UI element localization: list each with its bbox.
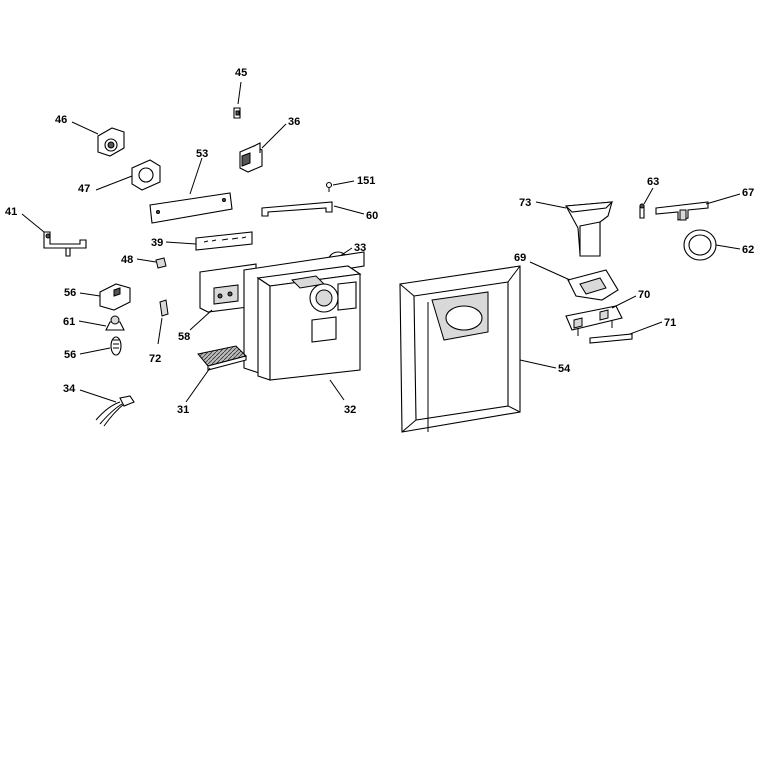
callout-63: 63 xyxy=(647,176,659,188)
callout-54: 54 xyxy=(558,363,571,375)
callout-67: 67 xyxy=(742,187,754,199)
part-34-harness xyxy=(95,395,135,427)
callout-70: 70 xyxy=(638,289,650,301)
part-67-bracket xyxy=(655,201,709,221)
callout-36: 36 xyxy=(288,116,300,128)
part-71-rod xyxy=(589,333,633,344)
callout-62: 62 xyxy=(742,244,754,256)
part-36-switch xyxy=(239,142,263,173)
callout-73: 73 xyxy=(519,197,531,209)
callout-56-upper: 56 xyxy=(64,287,76,299)
callout-61: 61 xyxy=(63,316,75,328)
part-70-mechanism xyxy=(565,305,623,336)
part-69-flap xyxy=(567,269,619,301)
callout-71: 71 xyxy=(664,317,676,329)
part-72-clip xyxy=(159,299,169,317)
part-62-ring xyxy=(683,229,717,261)
part-61-socket xyxy=(105,315,125,331)
part-46-knob xyxy=(97,127,125,157)
part-73-chute xyxy=(564,201,614,257)
part-56-bulb-lower xyxy=(110,336,122,356)
callout-33: 33 xyxy=(354,242,366,254)
part-47-bezel xyxy=(131,159,161,191)
part-53-plate xyxy=(149,192,233,224)
callout-31: 31 xyxy=(177,404,189,416)
callout-48: 48 xyxy=(121,254,133,266)
part-45-clip xyxy=(233,107,241,119)
callout-58: 58 xyxy=(178,331,190,343)
part-63-pin xyxy=(639,203,645,219)
callout-39: 39 xyxy=(151,237,163,249)
part-32-housing xyxy=(243,251,365,381)
callout-34: 34 xyxy=(63,383,76,395)
callout-41: 41 xyxy=(5,206,17,218)
part-58-plate xyxy=(199,263,257,313)
callout-69: 69 xyxy=(514,252,526,264)
part-151-screw xyxy=(325,181,333,192)
callout-151: 151 xyxy=(357,175,375,187)
part-31-tray xyxy=(197,345,247,371)
callout-60: 60 xyxy=(366,210,378,222)
part-48-clip xyxy=(155,257,167,269)
part-54-cover xyxy=(399,265,521,433)
part-56-actuator-upper xyxy=(99,283,131,311)
callout-47: 47 xyxy=(78,183,90,195)
part-39-board xyxy=(195,231,253,251)
callout-56-lower: 56 xyxy=(64,349,76,361)
part-41-bracket xyxy=(43,231,87,257)
callout-32: 32 xyxy=(344,404,356,416)
part-60-handle xyxy=(261,201,333,217)
callout-72: 72 xyxy=(149,353,161,365)
callout-45: 45 xyxy=(235,67,247,79)
callout-46: 46 xyxy=(55,114,67,126)
callout-53: 53 xyxy=(196,148,208,160)
